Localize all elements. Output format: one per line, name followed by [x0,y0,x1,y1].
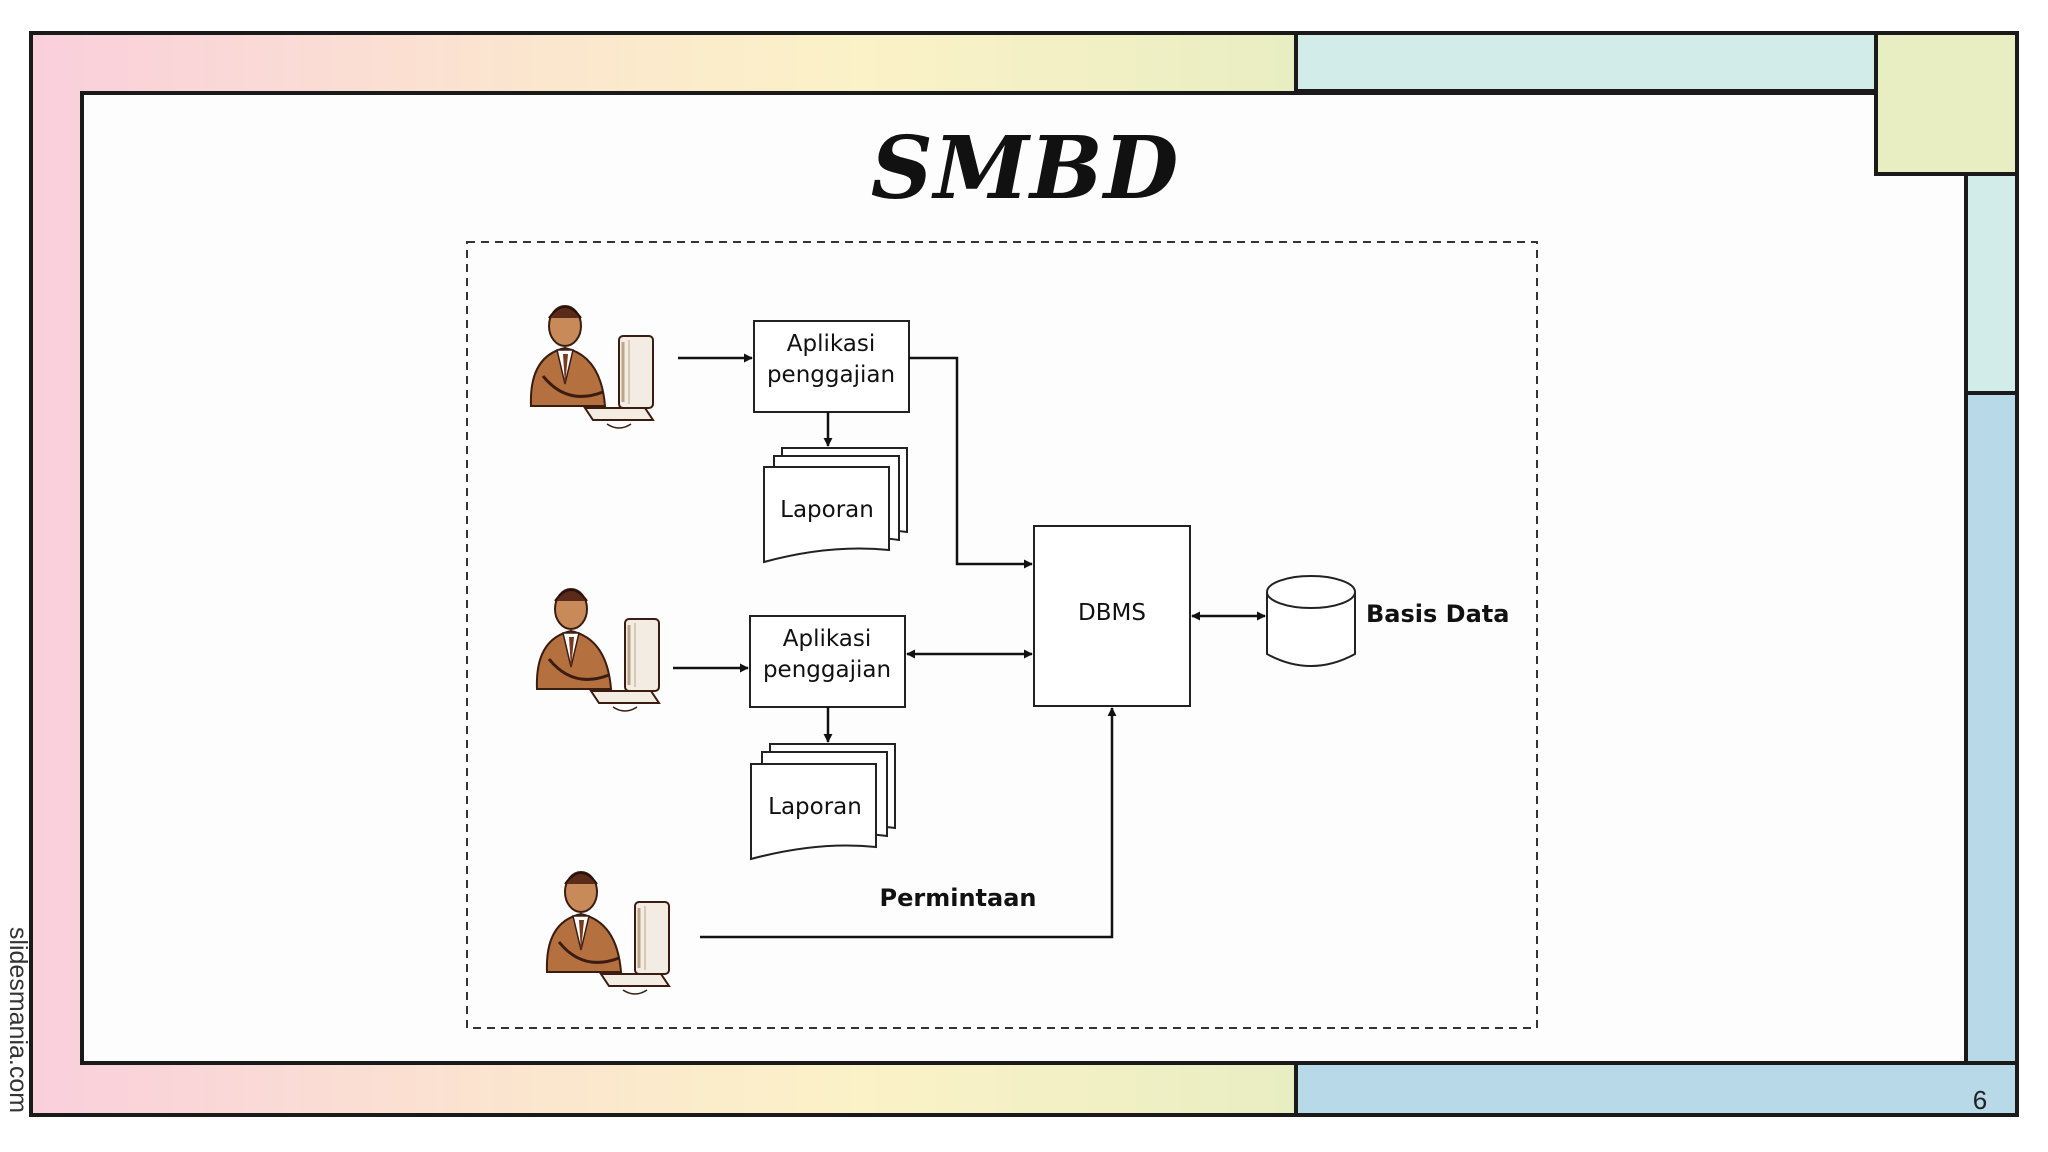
report1-label: Laporan [780,497,874,523]
slide-title: SMBD [870,118,1180,219]
database-label: Basis Data [1366,600,1509,628]
app1-label-line1: Aplikasi [787,331,876,357]
dbms-box [1033,525,1191,707]
slide-number: 6 [1972,1085,1988,1115]
frame-accent-teal-top [1294,31,1879,93]
user-at-computer-icon [529,304,655,430]
arrow-user3-request-to-dbms [700,707,1117,939]
user-at-computer-icon [545,870,671,996]
user-at-computer-icon [535,587,661,713]
database-cylinder-icon [1266,575,1356,667]
system-boundary [466,241,1538,1029]
app2-label-line2: penggajian [763,657,891,683]
app2-label-line1: Aplikasi [783,626,872,652]
app-box-1 [753,320,910,413]
frame-accent-blue-right [1962,391,2019,1117]
report-stack-1 [763,447,908,564]
arrow-app1-to-dbms [909,356,1033,569]
request-label: Permintaan [880,884,1037,912]
report-stack-2 [750,743,896,861]
app1-label-line2: penggajian [767,362,895,388]
frame-accent-lime-corner [1874,31,2019,176]
dbms-label: DBMS [1078,600,1146,626]
app-box-2 [749,615,906,708]
slide-content-panel [80,91,1968,1065]
report2-label: Laporan [768,794,862,820]
